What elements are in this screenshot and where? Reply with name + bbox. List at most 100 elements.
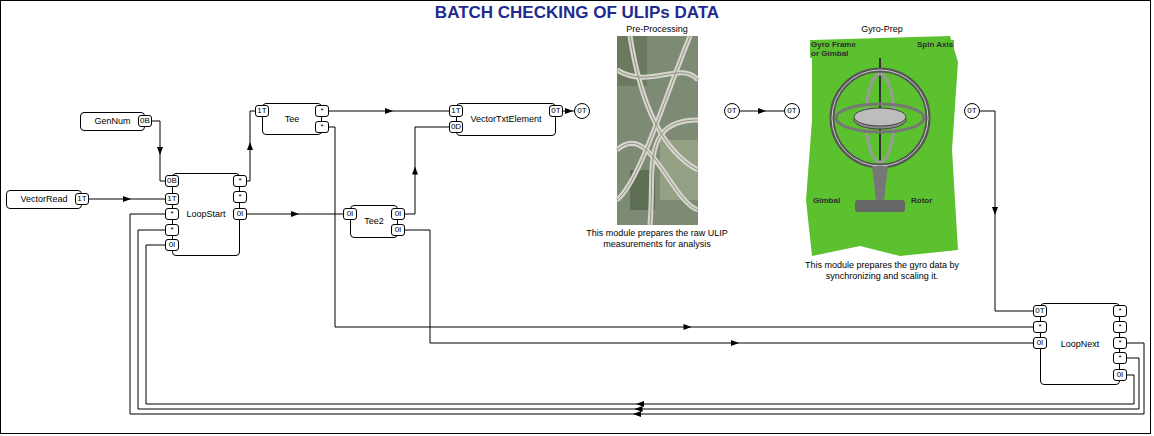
port-tag: 1T [75,193,89,205]
connector [146,245,1134,407]
port-tag: 0I [391,224,405,236]
block-name: LoopNext [1061,339,1100,350]
module-caption: This module prepares the raw ULIP measur… [582,228,732,250]
module-heading: Pre-Processing [582,23,732,35]
function-block: VectorTxtElement [456,103,556,136]
connector-line [146,245,1134,404]
arrow-head [636,401,644,407]
module-caption: This module prepares the gyro data by sy… [792,260,972,282]
connector-line [972,111,1040,311]
port-tag: * [165,224,179,236]
gyro-stand [872,166,888,200]
lane [617,36,690,200]
arrow-head [247,142,253,150]
highway-photo [617,36,698,225]
connector-line [398,127,456,214]
picture-slot [582,35,732,224]
port-tag: * [1113,321,1127,333]
arrow-head [992,207,998,215]
port-tag: * [165,208,179,220]
connector [82,196,172,202]
port-circle: 0T [724,103,740,119]
function-block: VectorRead [6,190,82,209]
connector [240,111,262,181]
arrow-head [758,108,766,114]
port-tag: 0I [391,208,405,220]
arrow-head [684,324,692,330]
connector [398,127,456,214]
picture-label: Spin Axis [916,40,954,49]
photo-ground [617,36,698,225]
module-block: Pre-ProcessingThis module prepares the r… [582,23,732,250]
module-block: Gyro-PrepThis module prepares the gyro d… [792,23,972,282]
gyro-base [855,200,905,212]
module-heading: Gyro-Prep [792,23,972,35]
block-text-column: Tee [285,114,300,125]
port-tag: 0I [1033,337,1047,349]
port-tag: 1T [255,105,269,117]
green-ground [806,36,958,256]
port-circle: 0T [964,103,980,119]
port-tag: * [1113,352,1127,364]
connector [322,108,456,114]
arrow-head [635,406,643,412]
block-name: LoopStart [186,209,225,220]
lane [617,143,698,210]
connector-line [130,214,1144,414]
connector-line [240,111,262,181]
arrow-head [123,196,131,202]
port-tag: 1T [165,193,179,205]
arrow-head [291,211,299,217]
port-tag: 1T [449,105,463,117]
gyroscope-picture [806,36,958,256]
road [617,143,698,210]
block-text-column: VectorTxtElement [470,114,541,125]
port-tag: 0T [549,105,563,117]
function-block: Tee [262,103,322,135]
arrow-head [157,147,163,155]
arrow-head [565,108,573,114]
port-tag: * [233,175,247,187]
connector [145,121,172,181]
function-block: GenNum [80,112,145,131]
port-tag: * [315,105,329,117]
port-tag: 0I [1113,369,1127,381]
picture-label: Gyro Frame or Gimbal [810,40,864,58]
road [650,120,698,225]
picture-label: Gimbal [812,196,841,205]
picture-label: Rotor [910,196,933,205]
block-text-column: LoopStart [186,209,225,220]
arrow-head [731,340,739,346]
gyro-frame-highlight [832,70,928,166]
arrow-head [412,167,418,175]
connector-line [138,230,1139,409]
connector [130,214,1144,417]
port-tag: * [1113,337,1127,349]
arrow-head [385,108,393,114]
block-text-column: LoopNext [1061,339,1100,350]
lane [617,70,698,80]
port-tag: * [233,191,247,203]
diagram-title: BATCH CHECKING OF ULIPs DATA [0,3,1154,23]
block-name: GenNum [94,116,130,127]
port-tag: * [1113,305,1127,317]
gimbal-ring [836,104,924,132]
connector [972,111,1040,311]
connector-line [398,230,1040,343]
port-tag: 0B [165,175,179,187]
connector [138,230,1139,412]
port-tag: 0I [165,239,179,251]
connector [732,108,792,114]
block-name: VectorRead [20,194,67,205]
loop-block: LoopStart [172,173,240,256]
lane [650,120,698,225]
loop-block: LoopNext [1040,303,1120,385]
block-text-column: GenNum [94,116,130,127]
picture-slot [792,35,972,256]
port-circle: 0T [574,103,590,119]
block-name: VectorTxtElement [470,114,541,125]
port-tag: 0D [449,121,463,133]
rotor-top [854,108,906,126]
